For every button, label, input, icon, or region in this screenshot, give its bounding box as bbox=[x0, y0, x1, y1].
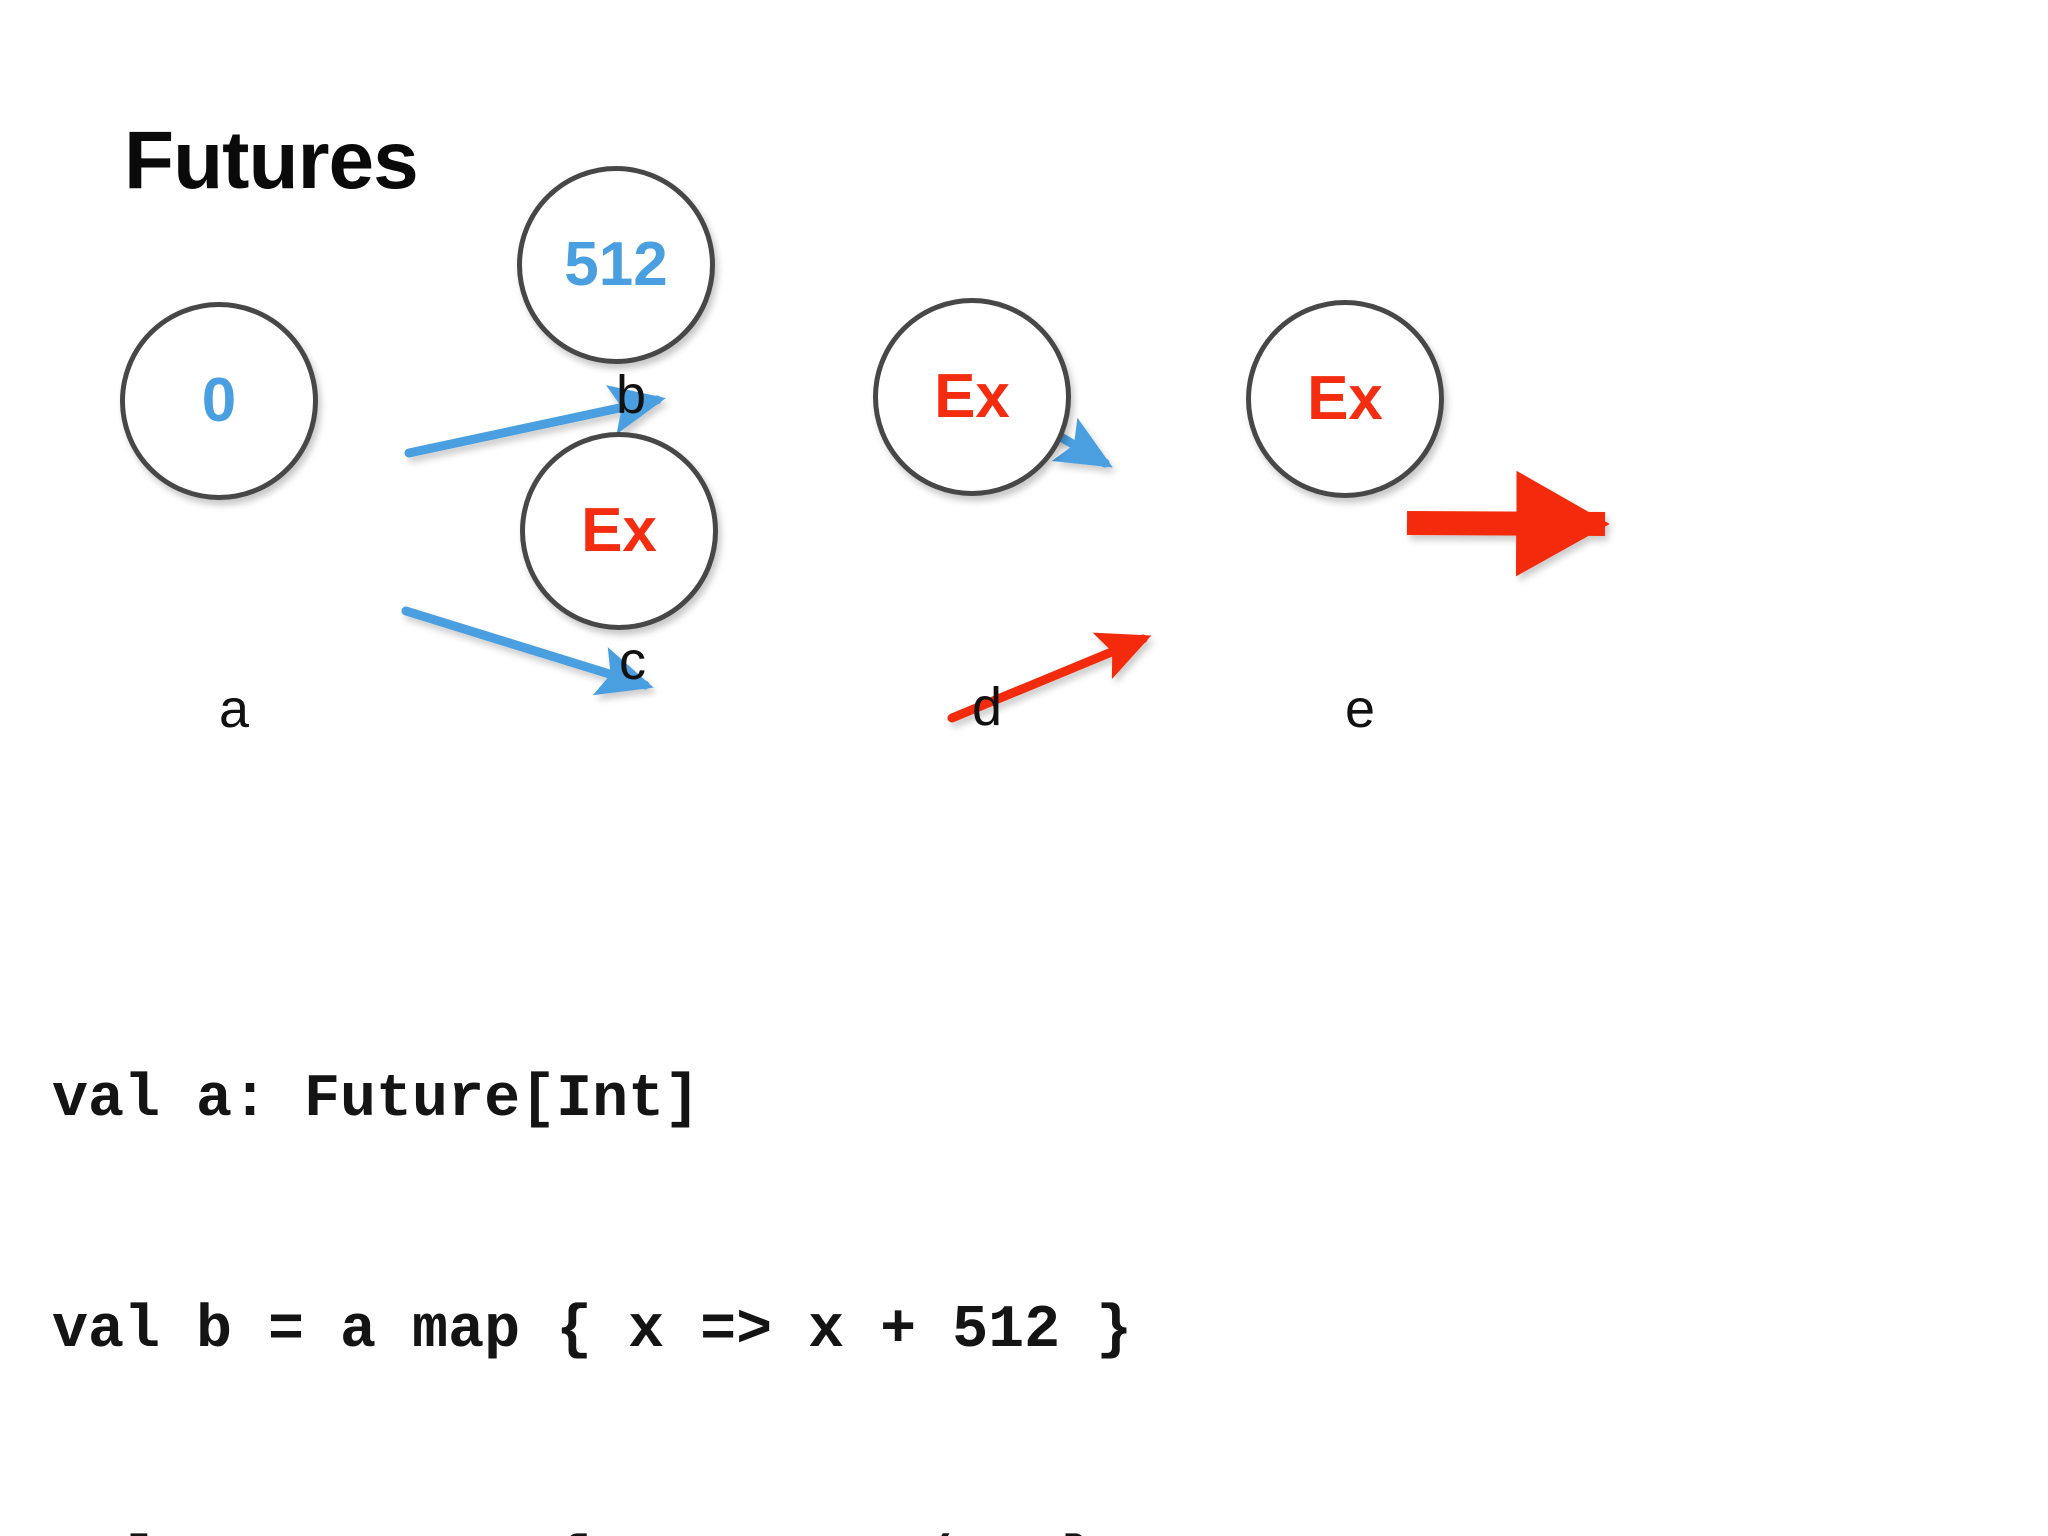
code-line: val a: Future[Int] bbox=[52, 1066, 701, 1134]
edge-c-to-d bbox=[947, 632, 1152, 723]
node-d-value: Ex bbox=[934, 362, 1010, 431]
node-a[interactable]: 0 bbox=[120, 302, 318, 500]
edge-a-to-c bbox=[401, 606, 654, 696]
node-b[interactable]: 512 bbox=[517, 166, 715, 364]
node-a-value: 0 bbox=[201, 366, 237, 435]
edge-d-to-e bbox=[1406, 470, 1610, 577]
code-block: val a: Future[Int] val b = a map { x => … bbox=[52, 908, 1420, 1536]
edge-a-to-b bbox=[404, 385, 666, 458]
node-e-value: Ex bbox=[1307, 364, 1383, 433]
code-line: val b = a map { x => x + 512 } bbox=[52, 1297, 1133, 1365]
page-title: Futures bbox=[124, 115, 419, 206]
node-c-value: Ex bbox=[581, 496, 657, 565]
node-e[interactable]: Ex bbox=[1246, 300, 1444, 498]
code-line: val c = a map { x => 64 / x } bbox=[52, 1524, 1420, 1536]
node-b-value: 512 bbox=[564, 230, 668, 299]
node-c[interactable]: Ex bbox=[520, 432, 718, 630]
node-d[interactable]: Ex bbox=[873, 298, 1071, 496]
